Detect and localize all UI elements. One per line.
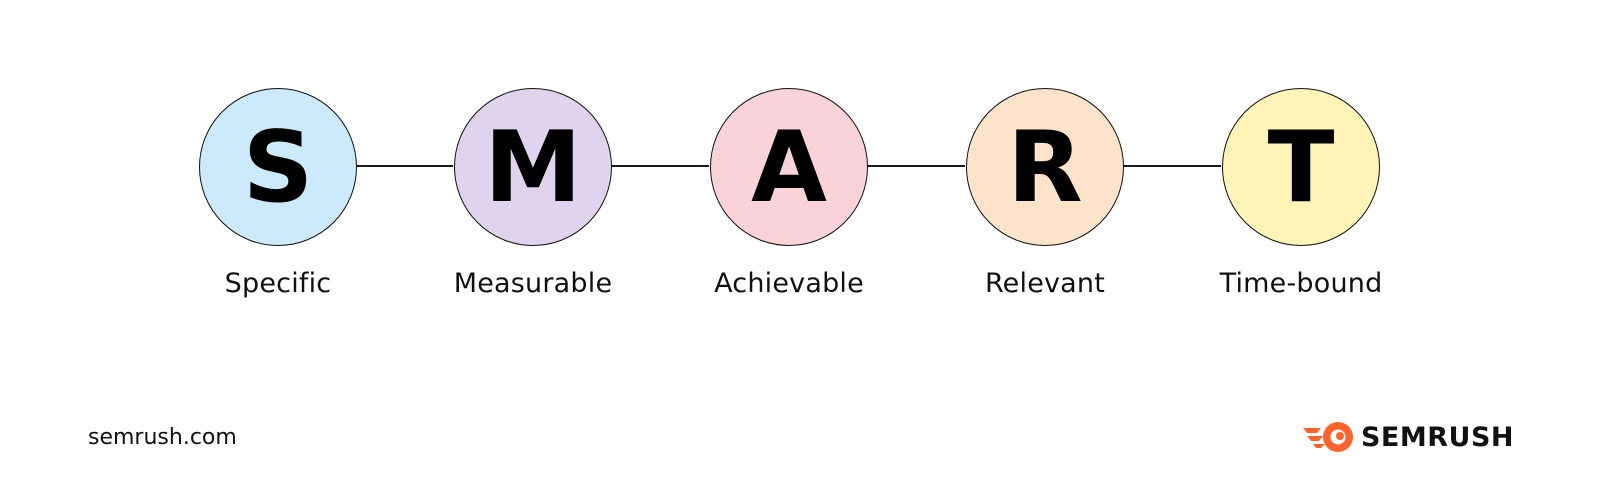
step-circle-relevant: R — [966, 88, 1124, 246]
step-label: Measurable — [453, 268, 613, 299]
brand-name: SEMRUSH — [1360, 421, 1514, 453]
step-circle-time-bound: T — [1222, 88, 1380, 246]
step-letter: T — [1267, 111, 1335, 225]
connector-line — [609, 165, 709, 167]
step-circle-measurable: M — [454, 88, 612, 246]
step-letter: R — [1007, 111, 1083, 225]
source-url: semrush.com — [88, 425, 237, 450]
step-letter: S — [242, 111, 314, 225]
step-label: Achievable — [714, 268, 864, 299]
step-circle-achievable: A — [710, 88, 868, 246]
step-label: Time-bound — [1219, 268, 1383, 299]
semrush-flame-icon — [1302, 422, 1353, 452]
connector-line — [1121, 165, 1221, 167]
step-letter: A — [751, 111, 827, 225]
step-label: Relevant — [984, 268, 1106, 299]
connector-line — [865, 165, 965, 167]
semrush-logo: SEMRUSH — [1301, 420, 1514, 454]
step-circle-specific: S — [199, 88, 357, 246]
connector-line — [353, 165, 453, 167]
step-letter: M — [484, 111, 582, 225]
step-label: Specific — [224, 268, 332, 299]
